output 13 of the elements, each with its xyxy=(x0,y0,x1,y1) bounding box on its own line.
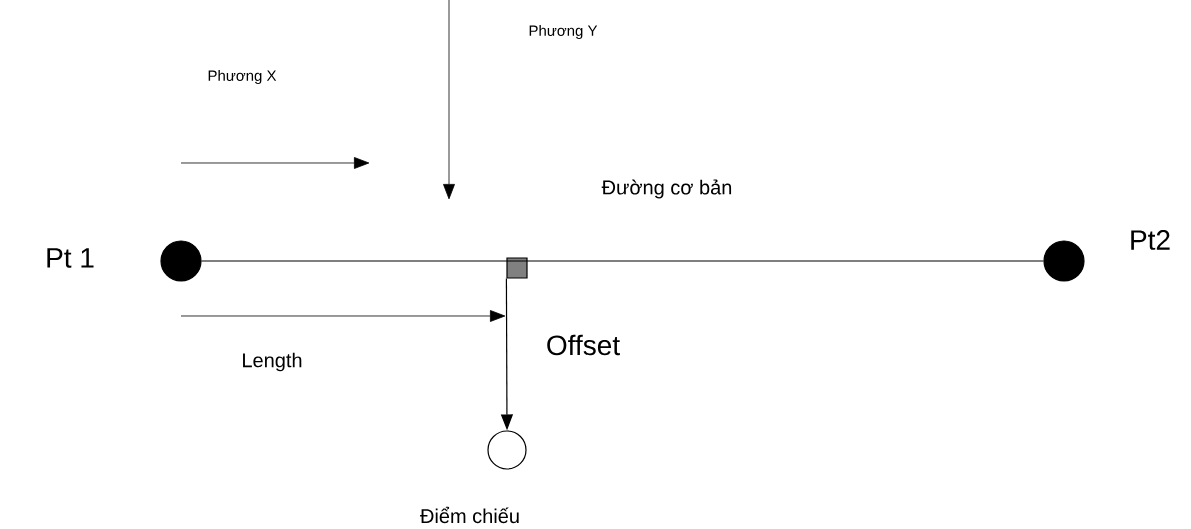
point-label: Điểm chiếu xyxy=(420,506,519,524)
connector-line xyxy=(201,260,1044,262)
point-circle xyxy=(487,430,527,470)
point-label: Pt 1 xyxy=(47,248,94,268)
edge-label: Đường cơ bản xyxy=(599,177,735,201)
edge-label: Offset xyxy=(543,332,623,358)
point-circle xyxy=(1043,240,1085,282)
foot-square xyxy=(506,257,528,279)
direction-label: Length xyxy=(243,352,302,372)
direction-label: Phương Y xyxy=(529,25,598,39)
point-circle xyxy=(160,240,202,282)
point-label: Pt2 xyxy=(1131,230,1170,250)
direction-label: Phương X xyxy=(208,70,277,84)
